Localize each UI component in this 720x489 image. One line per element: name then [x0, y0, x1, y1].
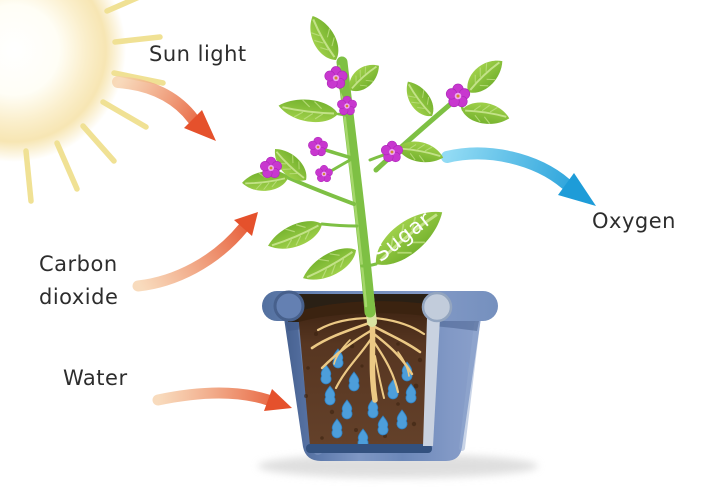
pot-inner-cut-edge — [423, 318, 440, 446]
soil-texture — [304, 332, 432, 440]
water-arrow — [152, 387, 292, 411]
water-label: Water — [63, 366, 128, 390]
plant-pot-cutaway — [262, 290, 498, 461]
sugar-leaf: Sugar — [364, 197, 453, 278]
pot-floor — [306, 444, 432, 453]
oxygen-label: Oxygen — [592, 209, 676, 233]
oxygen-arrow — [441, 147, 596, 206]
carbon-dioxide-arrow — [132, 212, 258, 292]
sunlight-arrow — [112, 76, 216, 141]
flowering-plant-illustration: Sugar — [240, 10, 513, 327]
carbon-dioxide-label-line1: Carbon — [39, 252, 118, 276]
main-stem — [336, 56, 376, 318]
pot-rim-endcap-left — [273, 290, 305, 322]
sun-icon — [0, 0, 166, 204]
pot-rim-endcap-right — [421, 291, 453, 323]
sunlight-label: Sun light — [149, 42, 247, 66]
sun-rays — [23, 0, 166, 204]
carbon-dioxide-label: Carbon dioxide — [39, 248, 118, 314]
carbon-dioxide-label-line2: dioxide — [39, 285, 119, 309]
